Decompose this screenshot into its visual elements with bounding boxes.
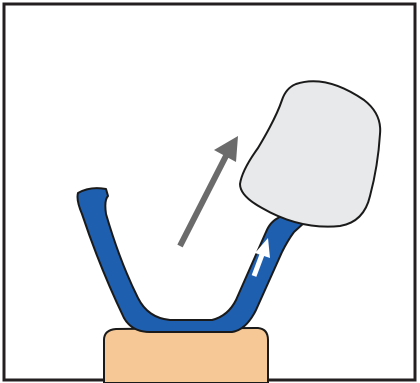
- base-block: [104, 328, 268, 383]
